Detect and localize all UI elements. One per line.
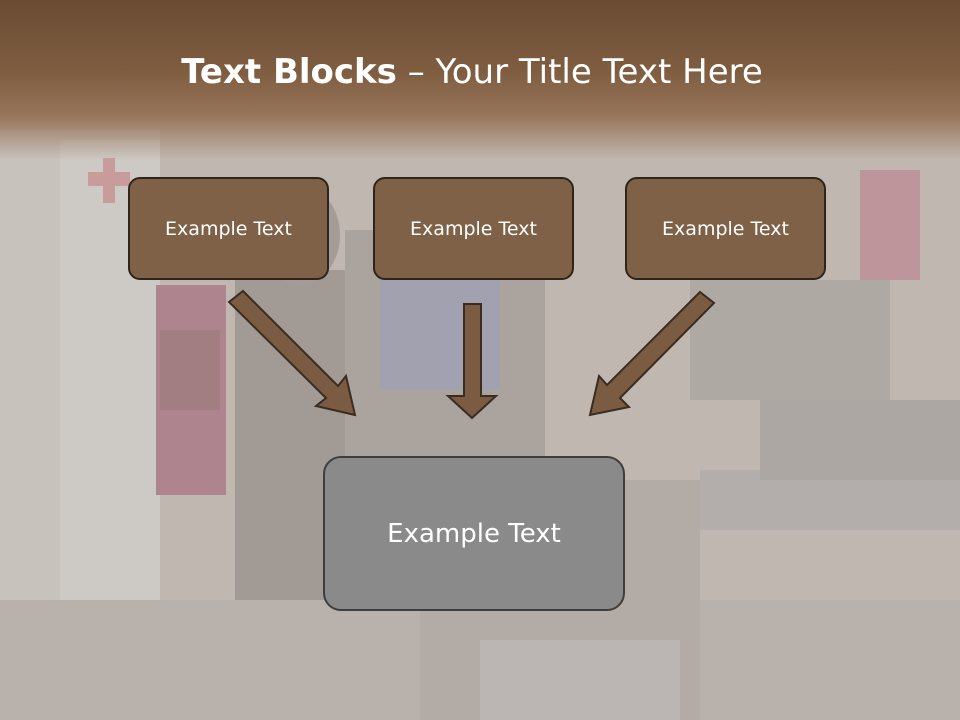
text-block-2-label: Example Text xyxy=(410,217,537,240)
target-text-block-label: Example Text xyxy=(387,518,561,549)
text-block-3-label: Example Text xyxy=(662,217,789,240)
slide-title[interactable]: Text Blocks – Your Title Text Here xyxy=(0,52,944,92)
text-block-2[interactable]: Example Text xyxy=(373,177,574,280)
arrow-left-diagonal xyxy=(227,289,357,417)
arrow-right-diagonal xyxy=(588,290,716,417)
title-rest-text: – Your Title Text Here xyxy=(396,52,763,92)
title-band xyxy=(0,0,960,160)
title-bold-text: Text Blocks xyxy=(181,52,397,92)
text-block-1-label: Example Text xyxy=(165,217,292,240)
arrow-center-down xyxy=(445,303,499,420)
target-text-block[interactable]: Example Text xyxy=(323,456,625,611)
text-block-1[interactable]: Example Text xyxy=(128,177,329,280)
text-block-3[interactable]: Example Text xyxy=(625,177,826,280)
